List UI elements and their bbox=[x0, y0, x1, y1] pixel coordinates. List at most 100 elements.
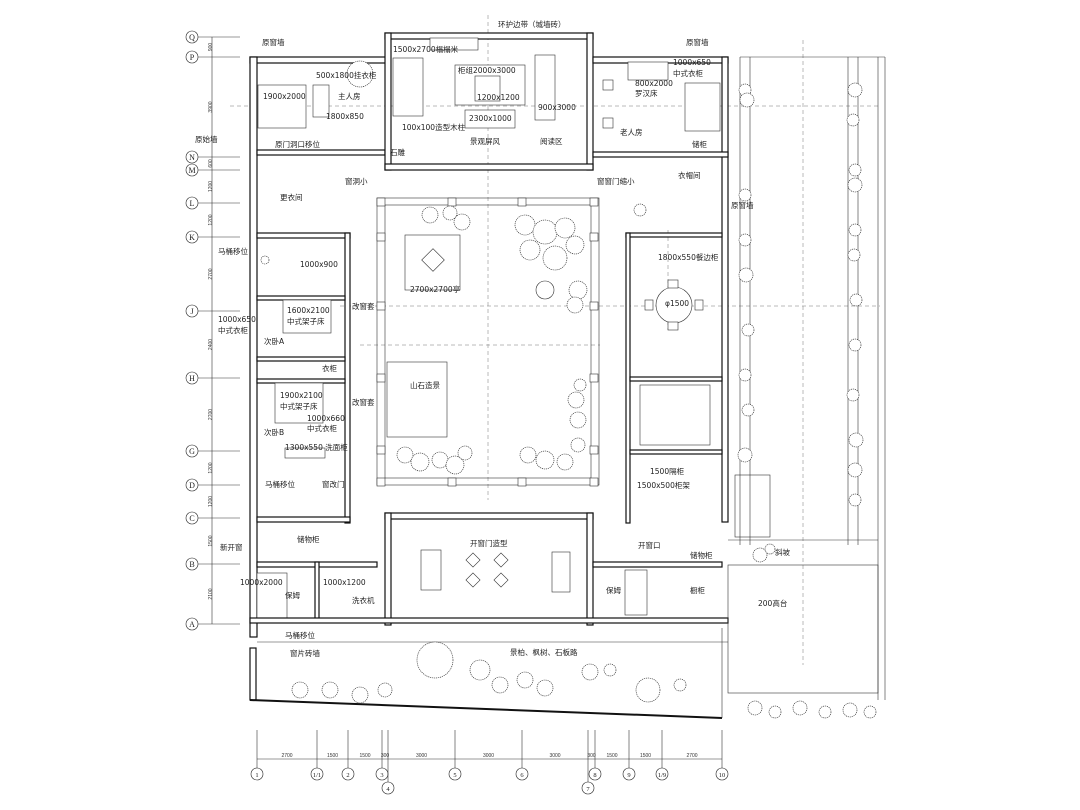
room-labels: 环护边带（城墙砖） 原窗墙 原窗墙 1500x2700榻榻米 500x1800挂… bbox=[195, 19, 790, 658]
label-sofa-size: 1800x850 bbox=[326, 112, 364, 121]
label-washing-machine: 洗衣机 bbox=[352, 595, 375, 605]
label-cabinet-group: 柜组2000x3000 bbox=[458, 65, 516, 75]
column-icon bbox=[376, 477, 386, 487]
sofa bbox=[464, 109, 516, 129]
label-cloakroom: 衣帽间 bbox=[678, 170, 701, 180]
axis-label: 1/9 bbox=[658, 772, 666, 779]
dimension-label: 2700 bbox=[281, 753, 292, 759]
tree-icon bbox=[565, 235, 585, 255]
column-icon bbox=[589, 301, 599, 311]
label-bed-a-size: 1600x2100 bbox=[287, 306, 330, 315]
master-bedroom bbox=[249, 56, 388, 638]
dimension-label: 1200 bbox=[208, 462, 214, 473]
tree-icon bbox=[863, 705, 877, 719]
tree-icon bbox=[848, 338, 862, 352]
label-luohan-size: 800x2000 bbox=[635, 79, 673, 88]
left-wing bbox=[256, 232, 378, 623]
tree-icon bbox=[351, 686, 369, 704]
dimension-label: 3000 bbox=[549, 753, 560, 759]
axis-marker-L: L bbox=[185, 196, 240, 210]
axis-label: P bbox=[190, 53, 195, 62]
tree-icon bbox=[847, 82, 863, 98]
label-luohan-bed: 罗汉床 bbox=[635, 88, 658, 98]
axis-marker-K: K bbox=[185, 230, 240, 244]
tree-icon bbox=[848, 493, 862, 507]
tree-icon bbox=[673, 678, 687, 692]
label-closet: 衣柜 bbox=[322, 363, 337, 373]
tree-icon bbox=[738, 368, 752, 382]
label-tile-wall: 窗片砖墙 bbox=[290, 648, 320, 658]
label-nanny-room: 保姆 bbox=[285, 590, 300, 600]
label-storage: 储柜 bbox=[692, 139, 707, 149]
label-stone-carving: 石雕 bbox=[390, 147, 405, 157]
tree-icon bbox=[846, 113, 860, 127]
label-sideboard: 1800x550餐边柜 bbox=[658, 252, 719, 262]
label-original-wall: 原始墙 bbox=[195, 134, 218, 144]
label-original-window-wall-right: 原窗墙 bbox=[686, 37, 709, 47]
tree-icon bbox=[752, 547, 768, 563]
dimension-label: 2400 bbox=[208, 339, 214, 350]
axis-label: G bbox=[189, 447, 195, 456]
column-icon bbox=[517, 197, 527, 207]
axis-label: M bbox=[188, 166, 195, 175]
tea-hall bbox=[384, 512, 723, 626]
tree-icon bbox=[792, 700, 808, 716]
tree-icon bbox=[573, 378, 587, 392]
axis-marker-1/9: 1/9 bbox=[655, 730, 669, 781]
axis-label: 6 bbox=[520, 772, 524, 779]
tree-icon bbox=[516, 671, 534, 689]
table bbox=[474, 75, 501, 102]
long-table bbox=[534, 54, 556, 121]
tree-icon bbox=[846, 388, 860, 402]
tree-icon bbox=[536, 679, 554, 697]
tree-icon bbox=[377, 682, 393, 698]
axis-label: H bbox=[189, 374, 195, 383]
axis-marker-B: B bbox=[185, 557, 240, 571]
axis-bubble bbox=[588, 767, 602, 781]
label-elder-room: 老人房 bbox=[620, 127, 643, 137]
label-partition-cabinet: 1500隔柜 bbox=[650, 466, 685, 476]
tree-icon bbox=[633, 203, 647, 217]
tree-icon bbox=[741, 323, 755, 337]
column-icon bbox=[376, 301, 386, 311]
label-wardrobe-a: 中式衣柜 bbox=[218, 325, 248, 335]
column-icon bbox=[589, 477, 599, 487]
tree-icon bbox=[570, 437, 586, 453]
axis-label: 10 bbox=[719, 772, 726, 779]
tree-icon bbox=[847, 462, 863, 478]
label-tatami: 1500x2700榻榻米 bbox=[393, 44, 459, 54]
desk bbox=[420, 549, 442, 591]
dimension-label: 3900 bbox=[208, 101, 214, 112]
label-wardrobe: 500x1800挂衣柜 bbox=[316, 70, 377, 80]
axis-label: 8 bbox=[593, 772, 596, 779]
label-nanny-bed-size: 1000x2000 bbox=[240, 578, 283, 587]
column-icon bbox=[589, 232, 599, 242]
tree-icon bbox=[847, 248, 861, 262]
axis-bubble bbox=[448, 767, 462, 781]
nanny-bed bbox=[256, 572, 288, 619]
label-sofa2-size: 2300x1000 bbox=[469, 114, 512, 123]
axis-marker-M: M bbox=[185, 163, 240, 177]
column-icon bbox=[376, 197, 386, 207]
label-dressing-room: 更衣间 bbox=[280, 192, 303, 202]
dimension-label: 3000 bbox=[416, 753, 427, 759]
tree-icon bbox=[554, 217, 576, 239]
label-bed-a: 中式架子床 bbox=[287, 316, 325, 326]
tree-icon bbox=[396, 446, 414, 464]
label-bedroom-a: 次卧A bbox=[264, 336, 285, 346]
tree-icon bbox=[738, 267, 754, 283]
axis-bubble bbox=[381, 781, 395, 795]
label-platform: 200高台 bbox=[758, 598, 787, 608]
tree-icon bbox=[321, 681, 339, 699]
tree-icon bbox=[739, 92, 755, 108]
label-toilet-moved-c: 马桶移位 bbox=[285, 630, 315, 640]
canopy-bed-b bbox=[274, 382, 324, 424]
axis-label: J bbox=[190, 307, 193, 316]
label-toilet-moved-b: 马桶移位 bbox=[265, 479, 295, 489]
label-shelf: 1500x500柜架 bbox=[637, 480, 690, 490]
axis-bubble bbox=[622, 767, 636, 781]
axis-marker-5: 5 bbox=[448, 730, 462, 781]
label-window-door-design: 开窗门造型 bbox=[470, 538, 508, 548]
label-top-wall: 环护边带（城墙砖） bbox=[498, 19, 566, 29]
label-bath-size: 1000x900 bbox=[300, 260, 338, 269]
